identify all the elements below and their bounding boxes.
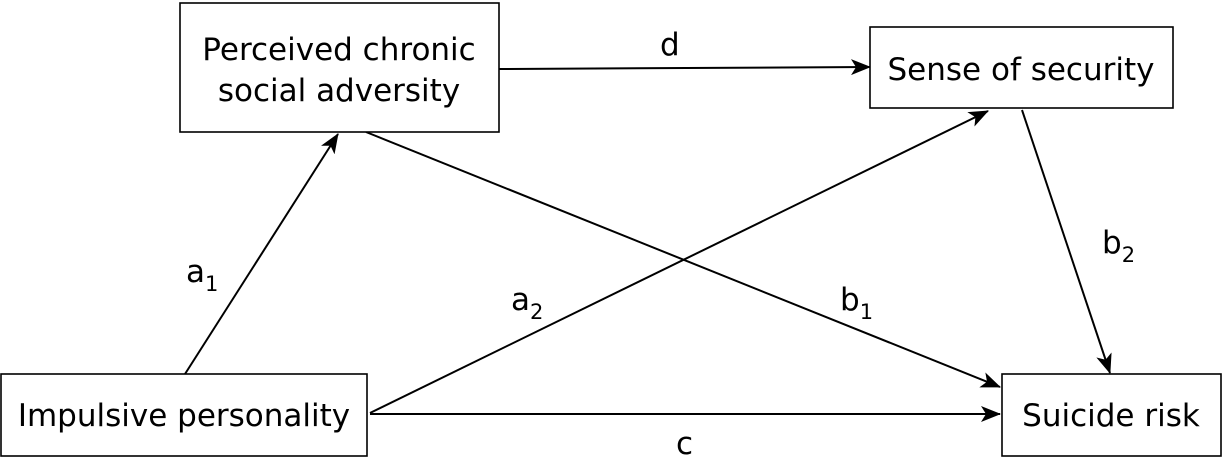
path-b2-label: b2 [1102, 225, 1135, 267]
path-d-label: d [660, 27, 680, 63]
node-perceived-adversity-line2: social adversity [218, 73, 460, 109]
path-b1-arrow [365, 131, 1001, 388]
path-a2-arrow [369, 110, 989, 414]
node-sense-of-security-label: Sense of security [888, 52, 1155, 88]
node-suicide-risk: Suicide risk [1001, 373, 1222, 457]
path-a1-arrow [184, 133, 339, 375]
path-d-arrow [498, 59, 871, 76]
node-suicide-risk-label: Suicide risk [1022, 398, 1200, 434]
path-c-label: c [676, 426, 693, 462]
node-perceived-adversity-line1: Perceived chronic [202, 32, 475, 68]
path-b2-arrow [1021, 109, 1112, 374]
path-b1-label: b1 [840, 282, 873, 324]
node-sense-of-security: Sense of security [869, 26, 1174, 109]
node-impulsive-personality-label: Impulsive personality [18, 398, 350, 434]
node-perceived-adversity: Perceived chronic social adversity [179, 2, 500, 133]
path-a1-label: a1 [186, 254, 218, 296]
node-impulsive-personality: Impulsive personality [0, 373, 368, 457]
path-a2-label: a2 [511, 282, 543, 324]
